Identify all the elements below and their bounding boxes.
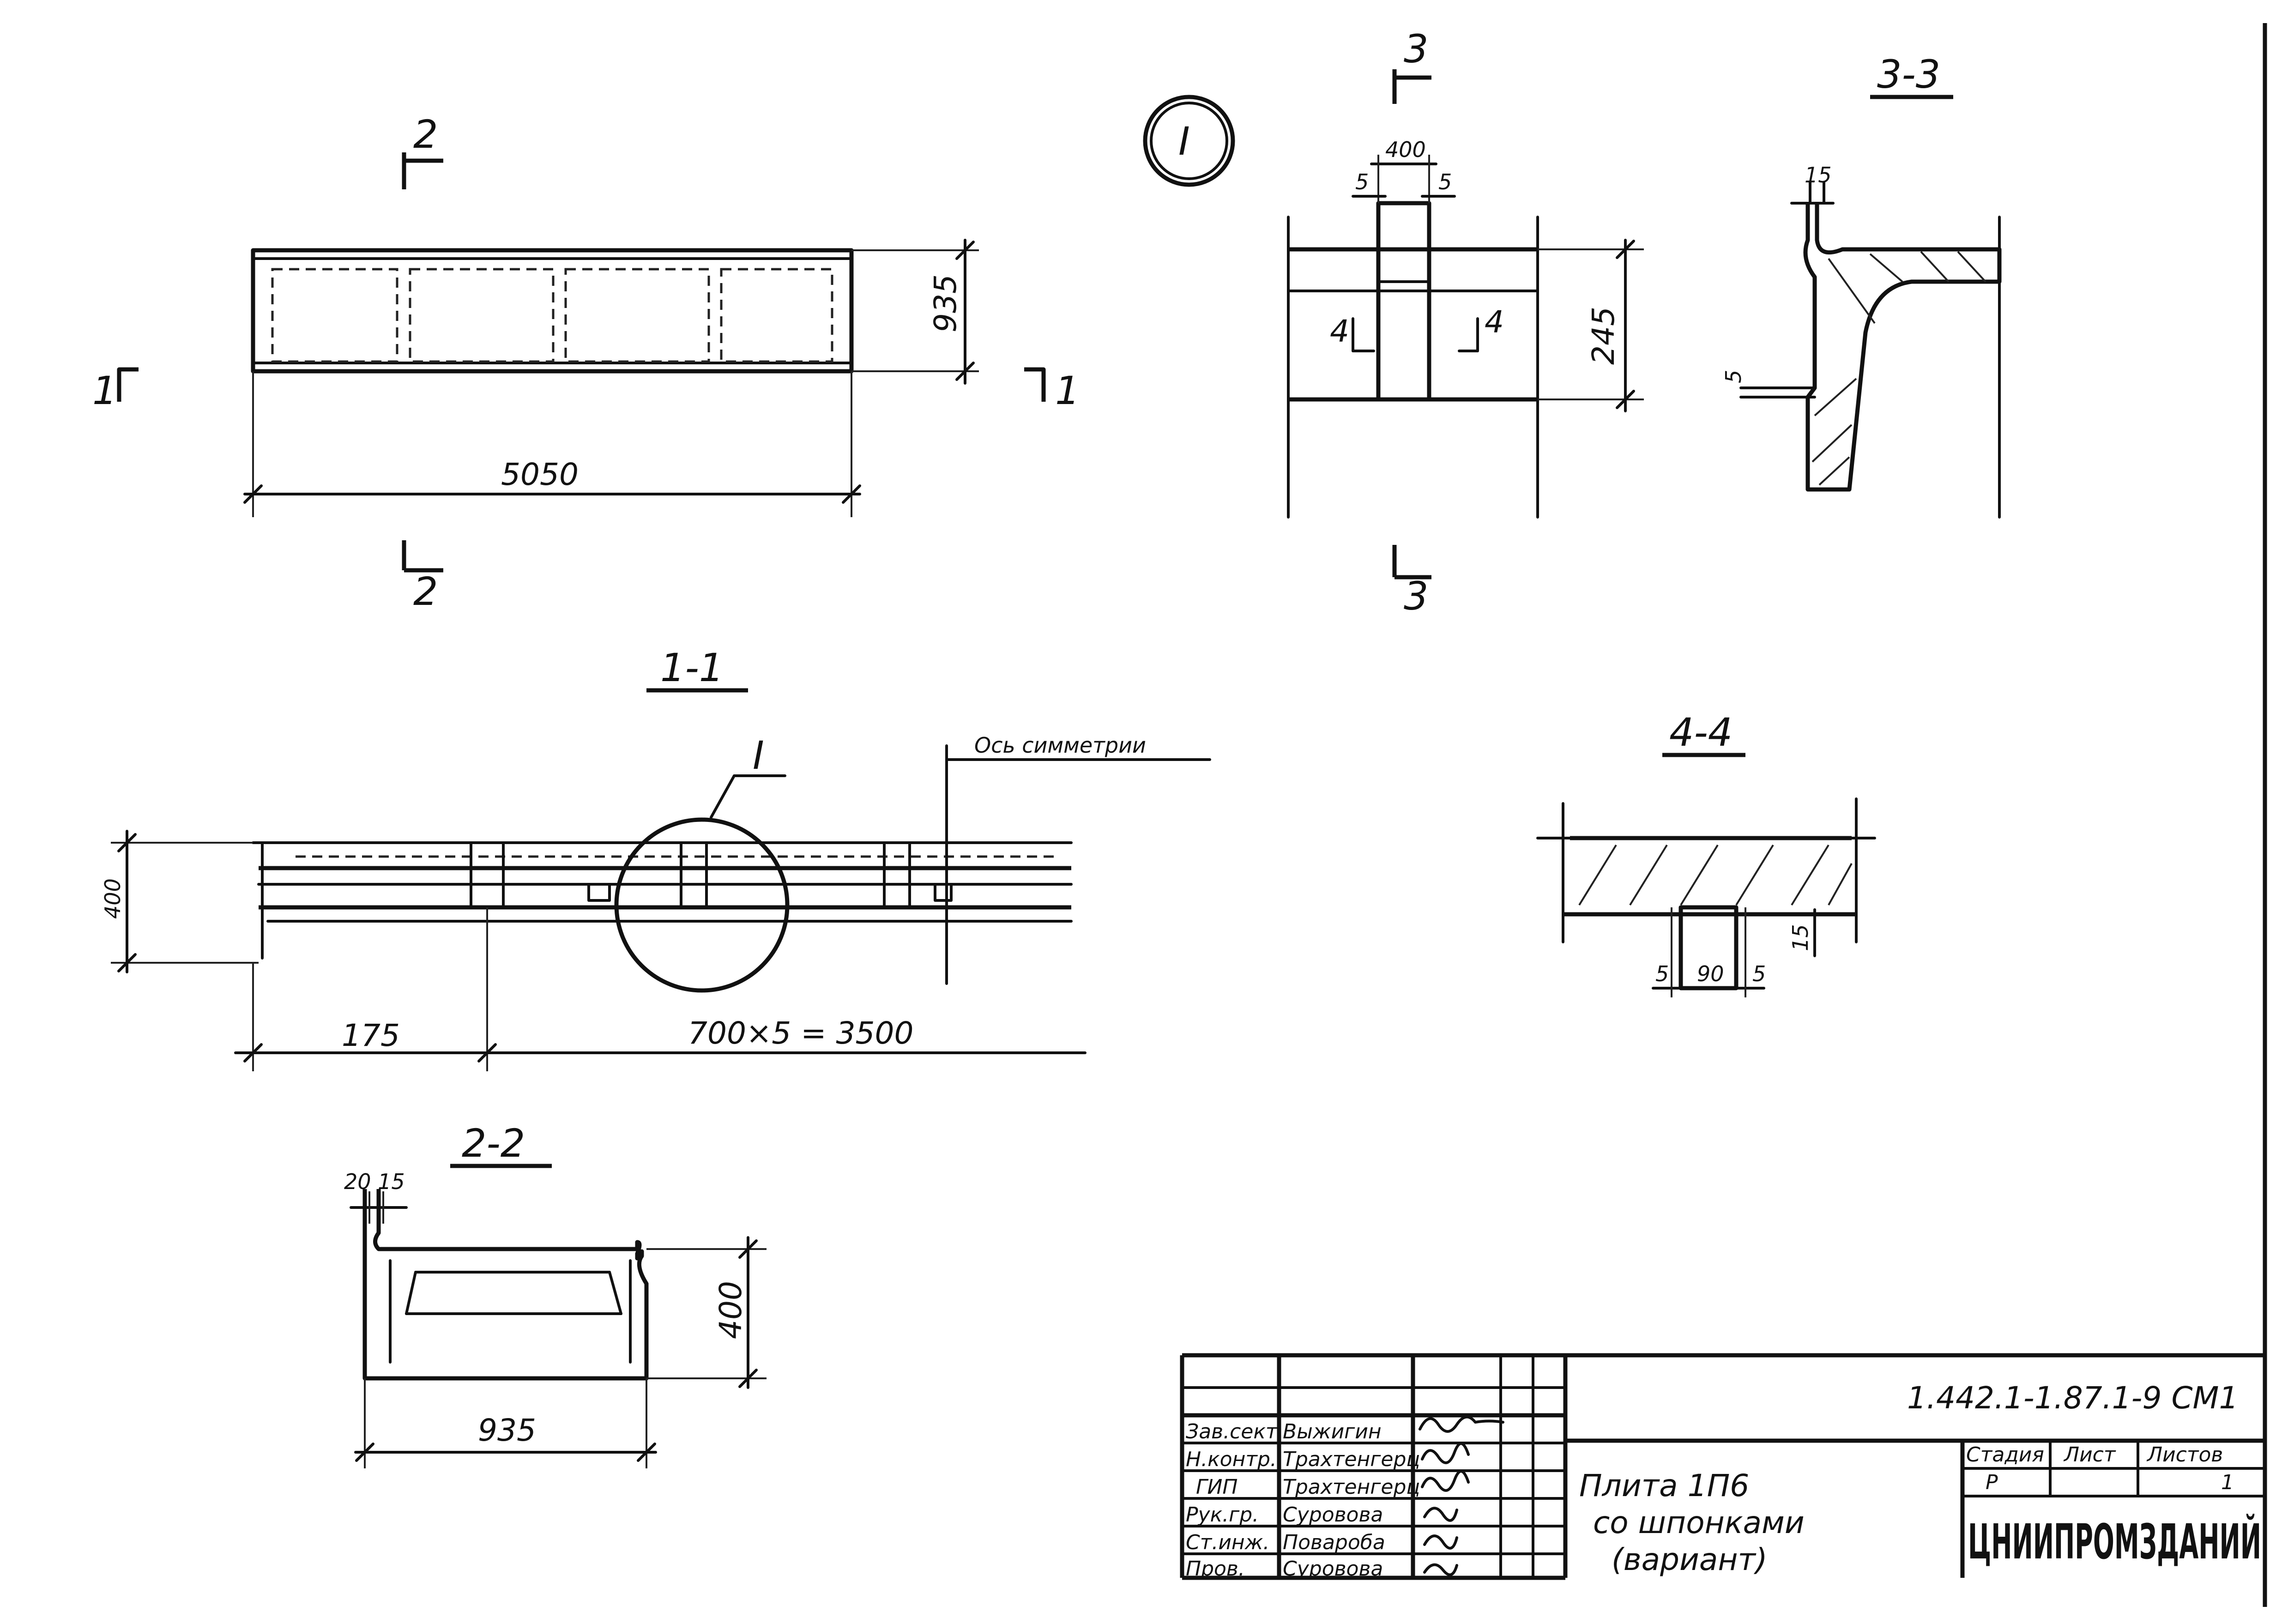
detail-marker-label: I <box>1178 119 1190 164</box>
plan-view <box>117 152 1046 573</box>
name-row-3: Трахтенгерц <box>1283 1475 1420 1499</box>
detail-gap-right-dim: 5 <box>1438 169 1452 194</box>
title-line-3: (вариант) <box>1612 1542 1768 1577</box>
stage-header: Стадия <box>1966 1443 2044 1467</box>
section-4-4-title: 4-4 <box>1669 710 1733 755</box>
cut-3-bottom-label: 3 <box>1404 574 1428 619</box>
section-2-2-height-dim: 400 <box>713 1281 749 1339</box>
role-prov: Пров. <box>1186 1557 1245 1581</box>
detail-height-dim: 245 <box>1586 307 1621 365</box>
cut-4-left-label: 4 <box>1330 314 1349 349</box>
symmetry-axis-label: Ось симметрии <box>974 733 1146 758</box>
name-row-1: Выжигин <box>1283 1420 1382 1443</box>
section-1-1-height-dim: 400 <box>100 878 125 919</box>
section-4-4-right-dim: 5 <box>1752 961 1766 986</box>
section-3-3 <box>1739 95 2002 519</box>
section-4-4 <box>1536 753 1876 997</box>
section-1-1-detail-ref: I <box>753 733 764 778</box>
section-4-4-mid-dim: 90 <box>1697 961 1724 986</box>
signatures <box>1419 1415 1504 1576</box>
detail-gap-left-dim: 5 <box>1355 169 1369 194</box>
role-n-kontr: Н.контр. <box>1186 1448 1277 1471</box>
detail-marker-circle <box>1143 95 1235 187</box>
title-block-frame <box>1180 1353 2266 1580</box>
cut-4-right-label: 4 <box>1485 304 1504 340</box>
detail-width-dim: 400 <box>1385 137 1426 162</box>
section-2-2-top-dim: 20 15 <box>344 1169 405 1194</box>
role-st-inzh: Ст.инж. <box>1186 1531 1269 1554</box>
cut-1-left-label: 1 <box>92 368 117 413</box>
section-3-3-side-dim: 5 <box>1721 370 1746 383</box>
section-1-1-spacing-dim: 700×5 = 3500 <box>688 1015 914 1051</box>
cut-2-top-label: 2 <box>413 112 438 157</box>
title-line-2: со шпонками <box>1593 1505 1805 1540</box>
section-1-1 <box>111 688 1211 1071</box>
section-2-2-title: 2-2 <box>462 1121 525 1166</box>
role-ruk-gr: Рук.гр. <box>1186 1503 1259 1527</box>
cut-1-right-label: 1 <box>1055 368 1080 413</box>
section-1-1-title: 1-1 <box>660 645 724 690</box>
cut-3-top-label: 3 <box>1404 26 1428 72</box>
section-3-3-title: 3-3 <box>1877 52 1940 97</box>
title-block-code: 1.442.1-1.87.1-9 СМ1 <box>1907 1380 2238 1416</box>
name-row-2: Трахтенгерц <box>1283 1448 1420 1471</box>
role-gip: ГИП <box>1196 1475 1238 1499</box>
title-line-1: Плита 1П6 <box>1579 1468 1749 1503</box>
stage-value: Р <box>1986 1471 1998 1494</box>
name-row-5: Повароба <box>1283 1531 1385 1554</box>
role-zav-sekt: Зав.сект. <box>1186 1420 1284 1443</box>
section-4-4-height-dim: 15 <box>1788 924 1813 951</box>
section-4-4-left-dim: 5 <box>1655 961 1669 986</box>
section-2-2-width-dim: 935 <box>478 1413 536 1448</box>
detail-elevation <box>1287 69 1644 580</box>
name-row-4: Суровова <box>1283 1503 1383 1527</box>
section-3-3-top-dim: 15 <box>1805 163 1832 187</box>
plan-width-dim: 935 <box>928 274 963 332</box>
sheets-value: 1 <box>2221 1471 2234 1494</box>
section-2-2 <box>350 1164 767 1468</box>
section-1-1-left-dim: 175 <box>342 1018 400 1053</box>
cut-2-bottom-label: 2 <box>413 569 438 614</box>
plan-length-dim: 5050 <box>501 457 579 492</box>
sheets-header: Листов <box>2146 1443 2223 1467</box>
name-row-6: Суровова <box>1283 1557 1383 1581</box>
sheet-header: Лист <box>2063 1443 2116 1467</box>
organization-name: ЦНИИПРОМЗДАНИЙ <box>1968 1514 2261 1570</box>
